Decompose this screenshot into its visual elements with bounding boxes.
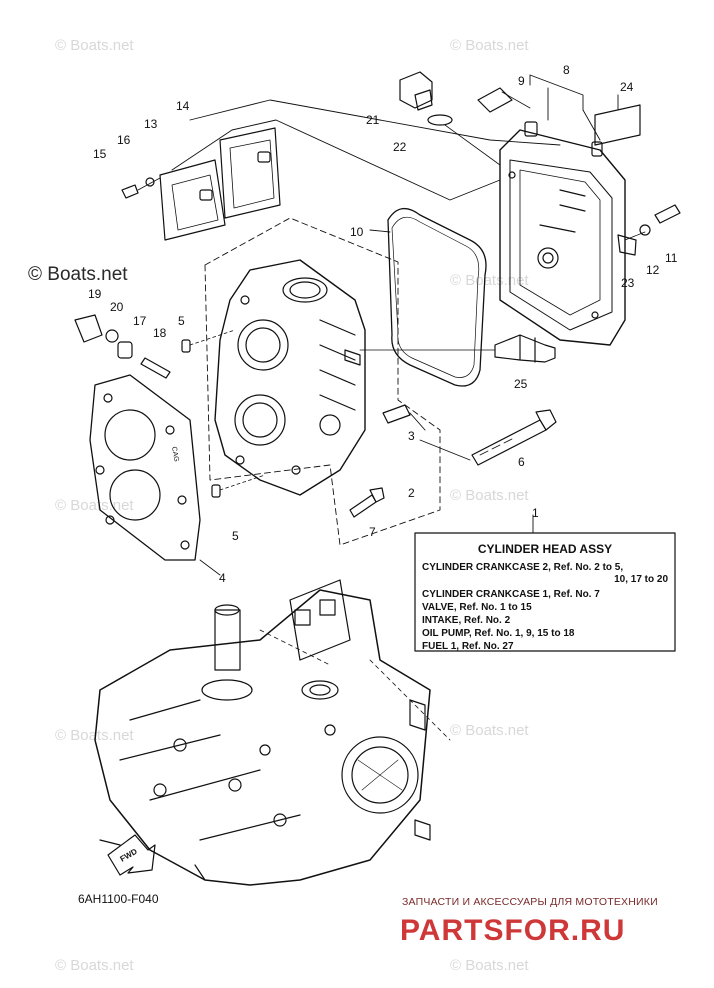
plug-19 xyxy=(74,314,103,343)
gasket xyxy=(387,208,487,387)
info-line: INTAKE, Ref. No. 2 xyxy=(422,615,511,626)
watermark: © Boats.net xyxy=(450,957,529,974)
info-line: VALVE, Ref. No. 1 to 15 xyxy=(422,602,532,613)
callout-10: 10 xyxy=(350,225,364,239)
callout-1: 1 xyxy=(532,506,539,520)
callout-16: 16 xyxy=(117,133,131,147)
info-line: CYLINDER CRANKCASE 1, Ref. No. 7 xyxy=(422,589,600,600)
brand-logo: ЗАПЧАСТИ И АКСЕССУАРЫ ДЛЯ МОТОТЕХНИКИ PA… xyxy=(400,896,658,947)
callout-11: 11 xyxy=(665,251,678,265)
info-box xyxy=(414,532,676,652)
callout-15: 15 xyxy=(93,147,107,161)
callout-7: 7 xyxy=(369,525,376,539)
info-line: CYLINDER CRANKCASE 2, Ref. No. 2 to 5, xyxy=(422,562,623,573)
callout-8: 8 xyxy=(563,63,570,77)
callout-19: 19 xyxy=(88,287,102,301)
cover-plates xyxy=(159,127,281,241)
dowel-pin xyxy=(181,339,191,353)
fwd-arrow-icon xyxy=(107,834,156,876)
group-outline-cover xyxy=(189,99,561,146)
callout-25: 25 xyxy=(514,377,528,391)
callout-22: 22 xyxy=(393,140,407,154)
bolt-15 xyxy=(121,184,139,199)
bolt-long xyxy=(419,409,557,466)
ring-20 xyxy=(105,329,119,343)
callout-6: 6 xyxy=(518,455,525,469)
callout-2: 2 xyxy=(408,486,415,500)
leader xyxy=(529,74,584,111)
callout-14: 14 xyxy=(176,99,190,113)
brand-name: PARTSFOR.RU xyxy=(400,914,625,947)
clip-23 xyxy=(617,234,637,256)
callouts: 1 2 3 4 5 5 6 7 8 9 10 11 12 13 14 15 16… xyxy=(88,63,678,585)
oil-filler-cap xyxy=(399,71,433,111)
callout-17: 17 xyxy=(133,314,147,328)
hose xyxy=(477,87,513,113)
anode xyxy=(382,404,411,424)
watermark: © Boats.net xyxy=(450,37,529,54)
fwd-label: FWD xyxy=(119,847,139,864)
spark-plug xyxy=(359,334,556,363)
cylinder-crankcase-1 xyxy=(94,579,451,886)
watermark: © Boats.net xyxy=(450,272,529,289)
brand-tagline: ЗАПЧАСТИ И АКСЕССУАРЫ ДЛЯ МОТОТЕХНИКИ xyxy=(402,896,658,908)
callout-12: 12 xyxy=(646,263,660,277)
watermark: © Boats.net xyxy=(55,957,134,974)
gasket-label: CAG xyxy=(170,446,180,462)
head-gasket xyxy=(89,374,221,576)
callout-21: 21 xyxy=(366,113,380,127)
watermark-dark: © Boats.net xyxy=(28,264,128,285)
cylinder-head-cover xyxy=(499,121,626,346)
collar-17 xyxy=(117,341,133,359)
callout-23: 23 xyxy=(621,276,635,290)
leader xyxy=(171,119,501,201)
callout-13: 13 xyxy=(144,117,158,131)
leader xyxy=(582,109,601,141)
washer-12 xyxy=(639,224,651,236)
bolt-18 xyxy=(140,357,171,379)
cylinder-crankcase-2 xyxy=(214,259,366,496)
watermark: © Boats.net xyxy=(55,497,134,514)
diagram-code: 6AH1100-F040 xyxy=(78,892,159,906)
bolt-11 xyxy=(654,204,681,224)
washer-16 xyxy=(145,177,155,187)
info-box-text: CYLINDER HEAD ASSY CYLINDER CRANKCASE 2,… xyxy=(422,542,668,652)
dowel-pin xyxy=(211,484,221,498)
watermark: © Boats.net xyxy=(450,722,529,739)
info-line: 10, 17 to 20 xyxy=(614,574,668,585)
callout-9: 9 xyxy=(518,74,525,88)
callout-4: 4 xyxy=(219,571,226,585)
watermark: © Boats.net xyxy=(55,37,134,54)
callout-5: 5 xyxy=(178,314,185,328)
o-ring xyxy=(427,114,453,126)
callout-18: 18 xyxy=(153,326,167,340)
callout-5b: 5 xyxy=(232,529,239,543)
callout-24: 24 xyxy=(620,80,634,94)
watermark: © Boats.net xyxy=(450,487,529,504)
info-line: OIL PUMP, Ref. No. 1, 9, 15 to 18 xyxy=(422,628,575,639)
callout-20: 20 xyxy=(110,300,124,314)
caution-label xyxy=(594,104,641,146)
callout-3: 3 xyxy=(408,429,415,443)
info-line: FUEL 1, Ref. No. 27 xyxy=(422,641,514,652)
bolt-7 xyxy=(349,487,385,518)
group-outline xyxy=(204,217,441,546)
watermarks: © Boats.net © Boats.net © Boats.net © Bo… xyxy=(28,37,529,974)
info-box-title: CYLINDER HEAD ASSY xyxy=(478,542,612,556)
